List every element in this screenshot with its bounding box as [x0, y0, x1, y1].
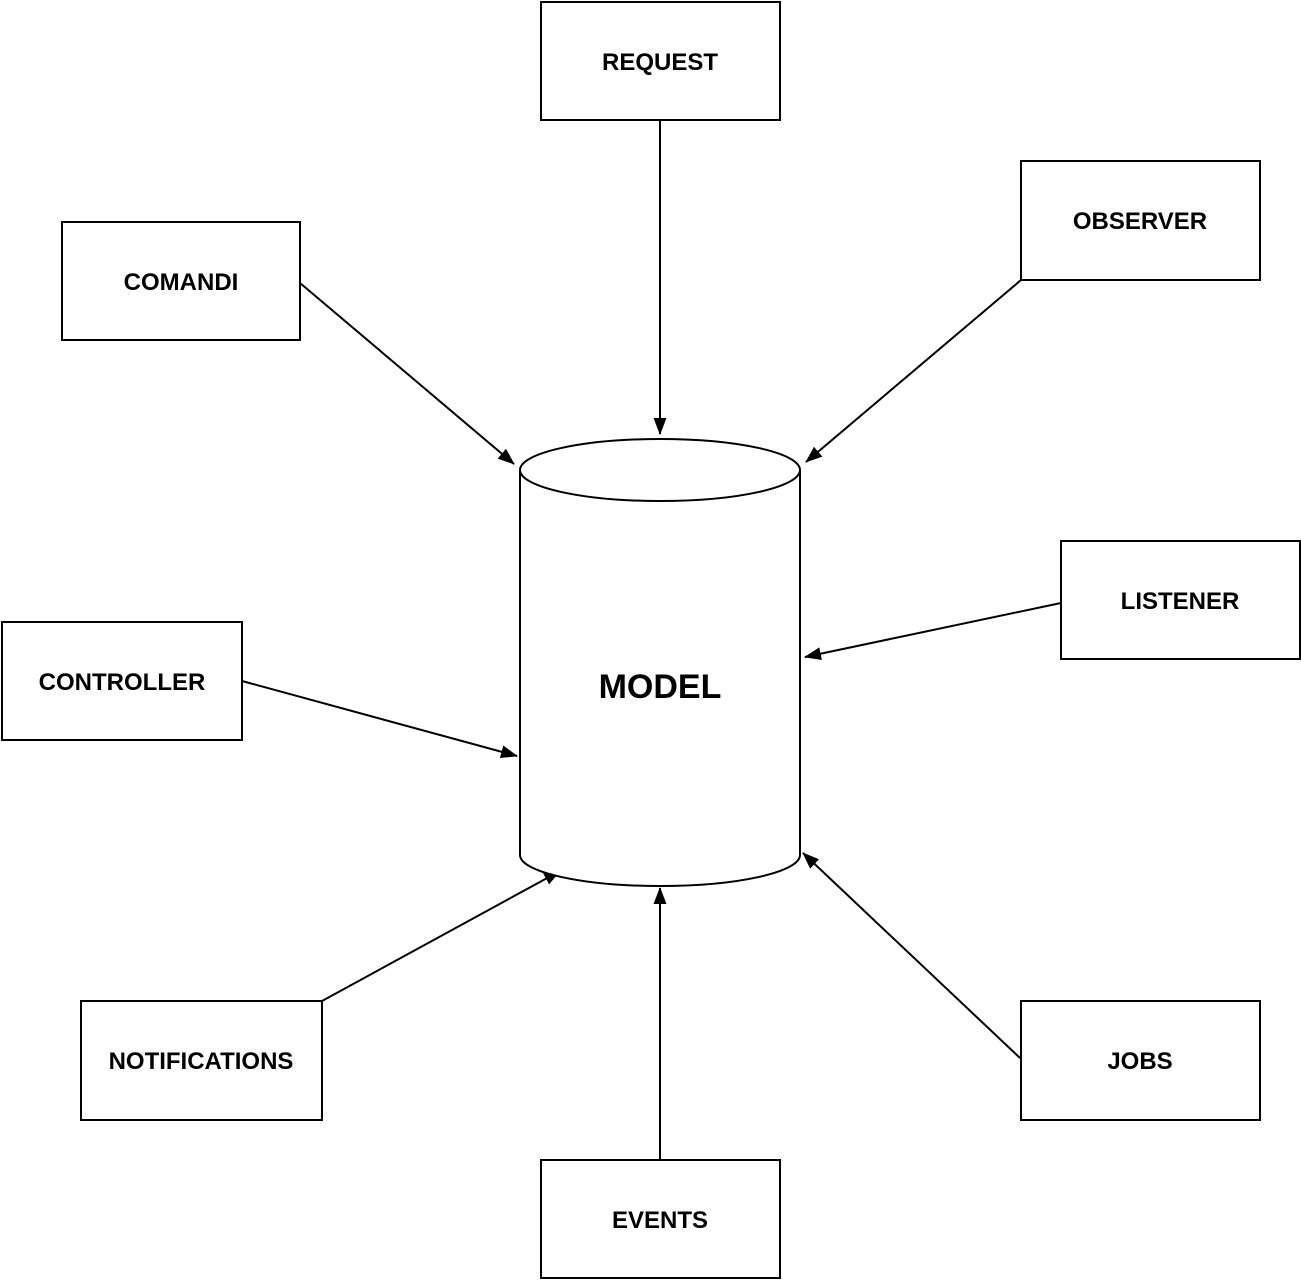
model-label: MODEL [599, 668, 722, 706]
node-observer: OBSERVER [1020, 160, 1261, 281]
jobs-box [1020, 1000, 1261, 1121]
node-events: EVENTS [540, 1159, 781, 1279]
comandi-label: COMANDI [124, 269, 239, 296]
node-request: REQUEST [540, 1, 781, 121]
events-label: EVENTS [612, 1207, 708, 1234]
request-box [540, 1, 781, 121]
edge-notifications-to-model [321, 870, 561, 1002]
observer-label: OBSERVER [1073, 208, 1207, 235]
observer-box [1020, 160, 1261, 281]
controller-label: CONTROLLER [39, 669, 206, 696]
edge-observer-to-model [805, 279, 1022, 463]
listener-box [1060, 540, 1301, 660]
node-listener: LISTENER [1060, 540, 1301, 660]
notifications-label: NOTIFICATIONS [109, 1048, 294, 1075]
edge-listener-to-model [804, 602, 1062, 661]
node-model: MODEL [519, 438, 801, 887]
node-comandi: COMANDI [61, 221, 301, 341]
node-controller: CONTROLLER [1, 621, 243, 741]
jobs-label: JOBS [1107, 1048, 1172, 1075]
model-cylinder-top [519, 438, 801, 502]
events-box [540, 1159, 781, 1279]
comandi-box [61, 221, 301, 341]
controller-box [1, 621, 243, 741]
edge-jobs-to-model [802, 852, 1021, 1059]
model-cylinder-body [519, 470, 801, 887]
listener-label: LISTENER [1121, 588, 1240, 615]
edge-controller-to-model [241, 680, 518, 759]
node-jobs: JOBS [1020, 1000, 1261, 1121]
request-label: REQUEST [602, 49, 718, 76]
edge-comandi-to-model [299, 282, 515, 465]
node-notifications: NOTIFICATIONS [80, 1000, 323, 1121]
notifications-box [80, 1000, 323, 1121]
